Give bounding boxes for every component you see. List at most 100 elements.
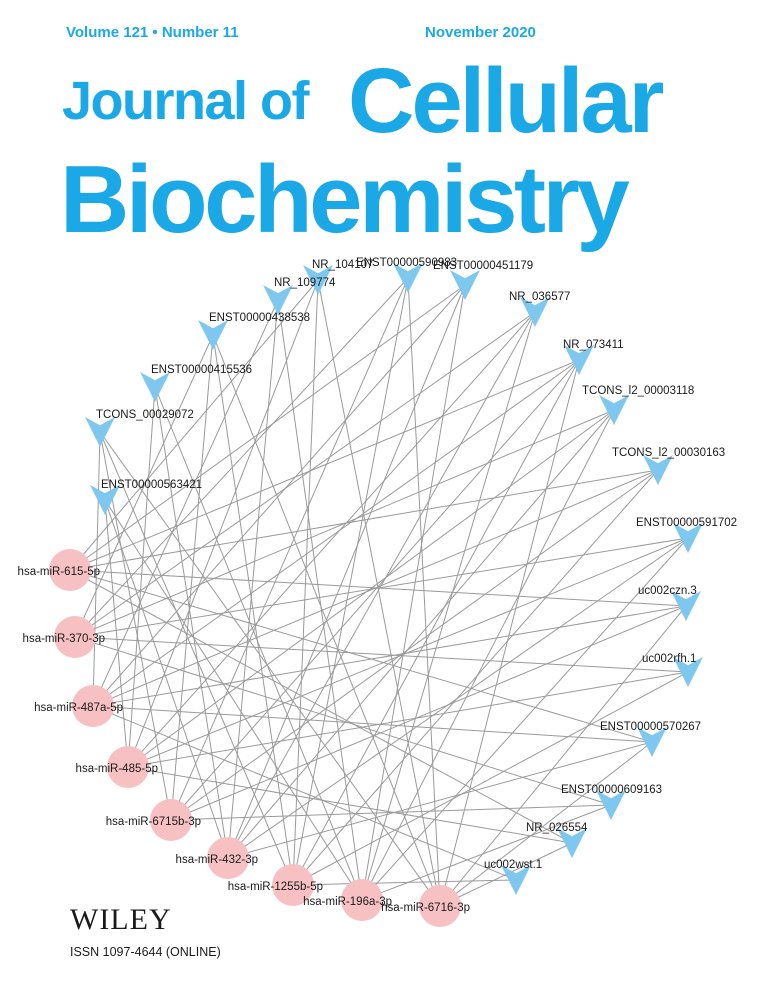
- network-edge: [99, 431, 441, 907]
- network-edge: [439, 359, 580, 907]
- network-edge: [104, 499, 129, 768]
- lncrna-node: [85, 417, 115, 447]
- network-edge: [104, 499, 363, 901]
- network-edge: [227, 311, 536, 859]
- lncrna-node: [198, 320, 228, 350]
- network-edge: [74, 409, 615, 638]
- network-edge: [154, 386, 363, 901]
- mirna-node: [272, 864, 314, 906]
- mirna-node-label: hsa-miR-487a-5p: [34, 702, 123, 714]
- network-edge: [127, 409, 615, 768]
- lncrna-node-label: NR_104107: [312, 259, 373, 271]
- network-edge: [69, 469, 659, 571]
- network-edge: [361, 284, 466, 901]
- lncrna-node: [637, 727, 667, 757]
- mirna-node-label: hsa-miR-196a-3p: [303, 896, 392, 908]
- lncrna-node-label: TCONS_00029072: [96, 409, 194, 421]
- lncrna-node: [450, 270, 480, 300]
- network-edge: [170, 359, 580, 821]
- network-edge: [92, 469, 659, 707]
- mirna-node: [72, 685, 114, 727]
- network-edge: [439, 605, 687, 907]
- mirna-node-label: hsa-miR-6716-3p: [381, 902, 470, 914]
- network-edge: [361, 537, 689, 901]
- network-edge: [69, 359, 580, 571]
- network-edge: [74, 277, 409, 638]
- lncrna-node: [501, 865, 531, 895]
- lncrna-node-label: uc002wst.1: [484, 859, 542, 871]
- network-edge: [277, 299, 363, 901]
- lncrna-node: [643, 455, 673, 485]
- lncrna-node: [673, 657, 703, 687]
- network-edge: [69, 569, 573, 844]
- network-edge: [170, 605, 687, 821]
- network-edge: [92, 284, 466, 707]
- lncrna-node-label: ENST00000590983: [356, 257, 457, 269]
- network-edge: [361, 311, 536, 901]
- network-edge: [170, 277, 409, 821]
- network-edge: [227, 299, 279, 859]
- network-edge: [154, 386, 229, 859]
- mirna-node: [49, 549, 91, 591]
- label-layer: ENST00000563421TCONS_00029072ENST0000041…: [18, 257, 737, 914]
- journal-title-part3: Biochemistry: [60, 146, 630, 253]
- lncrna-node: [557, 828, 587, 858]
- network-edge: [170, 469, 659, 821]
- lncrna-node-label: ENST00000415536: [151, 364, 252, 376]
- network-edge: [74, 311, 536, 638]
- network-edge: [439, 741, 653, 907]
- mirna-node: [341, 879, 383, 921]
- network-edge: [92, 299, 279, 707]
- network-edge: [127, 671, 689, 768]
- network-edge: [127, 279, 319, 768]
- mirna-node: [54, 616, 96, 658]
- mirna-node-label: hsa-miR-1255b-5p: [228, 881, 323, 893]
- network-edge: [92, 605, 687, 707]
- network-edge: [127, 311, 536, 768]
- network-edge: [292, 879, 517, 886]
- lncrna-node-label: NR_073411: [563, 339, 624, 351]
- mirna-node-label: hsa-miR-6715b-3p: [106, 816, 201, 828]
- network-edge: [292, 469, 659, 886]
- lncrna-node: [671, 591, 701, 621]
- network-edge: [104, 499, 229, 859]
- lncrna-node: [599, 395, 629, 425]
- mirna-node-label: hsa-miR-485-5p: [76, 763, 158, 775]
- lncrna-node: [393, 263, 423, 293]
- mirna-node-label: hsa-miR-432-3p: [176, 854, 258, 866]
- network-edge: [92, 705, 517, 881]
- mirna-node-label: hsa-miR-370-3p: [23, 633, 105, 645]
- network-edge: [292, 671, 689, 886]
- lncrna-node-label: uc002czn.3: [638, 585, 697, 597]
- network-edge: [127, 386, 156, 768]
- mirna-node: [150, 799, 192, 841]
- lncrna-node: [303, 265, 333, 295]
- node-layer: [49, 263, 703, 927]
- network-edge: [127, 537, 689, 768]
- lncrna-node-label: NR_036577: [509, 291, 570, 303]
- issue-date: November 2020: [425, 24, 536, 41]
- network-edge: [212, 334, 294, 886]
- lncrna-node: [673, 523, 703, 553]
- lncrna-node: [90, 485, 120, 515]
- edge-layer: [69, 277, 689, 907]
- lncrna-node-label: ENST00000591702: [636, 517, 737, 529]
- lncrna-node-label: uc002rfh.1: [642, 653, 696, 665]
- lncrna-node-label: NR_026554: [526, 822, 588, 834]
- network-edge: [292, 279, 319, 886]
- network-edge: [92, 705, 653, 743]
- network-edge: [69, 284, 466, 571]
- network-edge: [212, 334, 441, 907]
- network-edge: [170, 804, 612, 821]
- issn-text: ISSN 1097-4644 (ONLINE): [70, 945, 221, 959]
- network-edge: [74, 334, 214, 638]
- network-edge: [407, 277, 441, 907]
- network-edge: [74, 636, 689, 673]
- network-edge: [74, 636, 612, 806]
- lncrna-node-label: ENST00000570267: [600, 721, 701, 733]
- network-edge: [292, 277, 409, 886]
- mirna-node-label: hsa-miR-615-5p: [18, 566, 100, 578]
- network-edge: [92, 431, 101, 707]
- network-edge: [227, 741, 653, 859]
